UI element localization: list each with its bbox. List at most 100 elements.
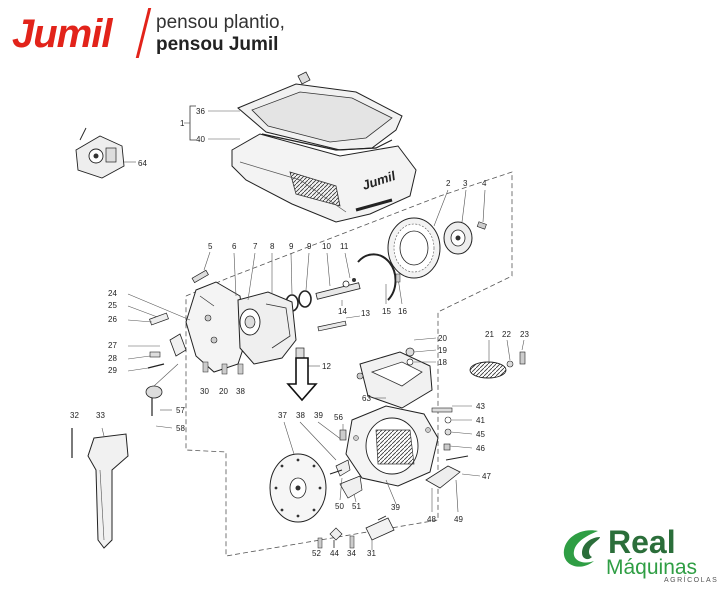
callout-39-lower: 39 xyxy=(391,503,400,512)
nut-19 xyxy=(405,347,415,357)
callout-56: 56 xyxy=(334,413,343,422)
hood-mount-peg xyxy=(297,71,311,85)
leader-6 xyxy=(233,252,237,297)
callout-6: 6 xyxy=(232,242,237,251)
seed-disc-plate xyxy=(269,453,327,523)
scraper-31 xyxy=(365,515,395,541)
callout-22: 22 xyxy=(502,330,511,339)
leader-46 xyxy=(449,445,473,449)
leader-4 xyxy=(482,189,486,223)
callout-26: 26 xyxy=(108,315,117,324)
callout-40: 40 xyxy=(196,135,205,144)
retaining-ring-15 xyxy=(357,253,397,301)
leader-22 xyxy=(506,339,511,361)
callout-29: 29 xyxy=(108,366,117,375)
leader-11 xyxy=(344,252,351,279)
nut-22 xyxy=(506,360,514,368)
dealer-subtitle: Máquinas xyxy=(606,556,698,579)
callout-8: 8 xyxy=(270,242,275,251)
leader-2 xyxy=(433,189,449,227)
callout-20-lower: 20 xyxy=(219,387,228,396)
shaft-13 xyxy=(317,320,347,332)
left-linkage-parts xyxy=(127,293,191,372)
leader-39-lower xyxy=(385,479,397,505)
callout-51: 51 xyxy=(352,502,361,511)
callout-9a: 9 xyxy=(289,242,294,251)
jumil-logo: Jumil xyxy=(12,12,112,56)
leader-51 xyxy=(353,493,357,503)
callout-38-lower-left: 38 xyxy=(236,387,245,396)
callout-44: 44 xyxy=(330,549,339,558)
screw-38-lower xyxy=(237,363,244,375)
part-64-drive-assembly xyxy=(75,127,125,179)
leader-16 xyxy=(397,277,403,305)
callout-39-upper: 39 xyxy=(314,411,323,420)
bolt-5 xyxy=(191,269,209,284)
callout-45: 45 xyxy=(476,430,485,439)
down-arrow-indicator xyxy=(286,357,318,402)
callout-21: 21 xyxy=(485,330,494,339)
leader-49 xyxy=(455,479,459,513)
callout-24: 24 xyxy=(108,289,117,298)
knob-57 xyxy=(145,385,163,416)
callout-23: 23 xyxy=(520,330,529,339)
seed-hood-assembly: Jumil xyxy=(231,71,417,223)
screw-30 xyxy=(202,361,209,373)
callout-18: 18 xyxy=(438,358,447,367)
drive-shaft-10 xyxy=(315,278,361,300)
screw-52 xyxy=(317,537,323,549)
leader-13 xyxy=(345,315,361,319)
pin-23 xyxy=(519,351,526,365)
assembly-frame-dashed xyxy=(185,171,513,557)
callout-1: 1 xyxy=(180,119,185,128)
pin-16 xyxy=(395,273,401,283)
callout-7: 7 xyxy=(253,242,258,251)
callout-19: 19 xyxy=(438,346,447,355)
callout-47: 47 xyxy=(482,472,491,481)
callout-37: 37 xyxy=(278,411,287,420)
seed-hopper-63 xyxy=(356,351,433,409)
callout-14: 14 xyxy=(338,307,347,316)
callout-34: 34 xyxy=(347,549,356,558)
leader-33 xyxy=(101,427,105,437)
callout-16: 16 xyxy=(398,307,407,316)
ejector-51 xyxy=(339,475,363,499)
callout-36: 36 xyxy=(196,107,205,116)
callout-31: 31 xyxy=(367,549,376,558)
spring-clip-50 xyxy=(329,459,351,477)
callout-64: 64 xyxy=(138,159,147,168)
spring-56 xyxy=(339,429,347,441)
hood-ridge xyxy=(239,161,347,213)
tagline-line-2: pensou Jumil xyxy=(156,34,279,55)
seed-disc-ring-2 xyxy=(387,217,441,279)
leader-3 xyxy=(461,189,467,223)
leader-23 xyxy=(521,339,525,351)
callout-12: 12 xyxy=(322,362,331,371)
dealer-subtitle-small: AGRÍCOLAS xyxy=(664,577,719,584)
leader-57-up xyxy=(153,363,179,387)
hood-grill xyxy=(289,171,341,207)
tagline-line-1: pensou plantio, xyxy=(156,12,285,33)
callout-32: 32 xyxy=(70,411,79,420)
callout-20-upper: 20 xyxy=(438,334,447,343)
callout-labels: 1 36 40 64 2 3 4 5 6 7 8 9 9 10 11 14 13… xyxy=(70,107,529,558)
leader-38-lower xyxy=(299,421,337,461)
leader-9b xyxy=(305,252,310,291)
pulley-3 xyxy=(443,221,473,255)
callout-63: 63 xyxy=(362,394,371,403)
callout-25: 25 xyxy=(108,301,117,310)
hood-lid-top xyxy=(251,91,393,143)
real-maquinas-logo: Real Máquinas AGRÍCOLAS xyxy=(558,525,717,585)
leader-50 xyxy=(339,477,343,501)
leader-58 xyxy=(155,425,173,429)
lower-housing-39 xyxy=(345,405,439,487)
hood-body xyxy=(231,133,417,223)
bracket-47 xyxy=(425,455,469,489)
callout-10: 10 xyxy=(322,242,331,251)
bearing-9-right xyxy=(298,290,312,308)
callout-58: 58 xyxy=(176,424,185,433)
callout-48: 48 xyxy=(427,515,436,524)
leader-45 xyxy=(450,431,473,435)
